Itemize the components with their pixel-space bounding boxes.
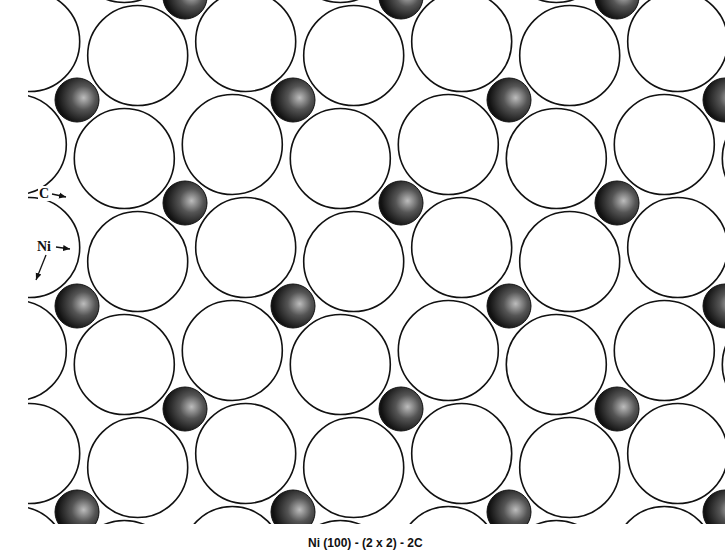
ni-atom [506, 315, 606, 415]
ni-atom [182, 507, 282, 525]
ni-atom [304, 6, 404, 106]
ni-atom [520, 6, 620, 106]
ni-atom [28, 404, 80, 504]
c-atom [595, 181, 639, 225]
ni-atom [290, 0, 390, 3]
ni-atom [412, 404, 512, 504]
c-atom [487, 284, 531, 328]
ni-atom [722, 109, 725, 209]
ni-atom [74, 0, 174, 3]
ni-atom [398, 95, 498, 195]
atom-label: C [38, 186, 50, 201]
atom-layer [28, 0, 725, 524]
c-atom [595, 0, 639, 19]
ni-atom [614, 95, 714, 195]
ni-atom [28, 198, 80, 298]
c-atom [595, 387, 639, 431]
ni-atom [520, 212, 620, 312]
ni-atom [398, 507, 498, 525]
leader-line [56, 247, 70, 249]
c-atom [163, 0, 207, 19]
ni-atom [614, 507, 714, 525]
c-atom [379, 181, 423, 225]
ni-atom [722, 315, 725, 415]
ni-atom [196, 0, 296, 92]
ni-atom [628, 0, 725, 92]
c-atom [703, 78, 725, 122]
ni-atom [182, 301, 282, 401]
ni-atom [88, 212, 188, 312]
c-atom [487, 490, 531, 524]
c-atom [379, 387, 423, 431]
ni-atom [88, 6, 188, 106]
c-atom [271, 284, 315, 328]
ni-atom [520, 418, 620, 518]
ni-atom [722, 0, 725, 3]
ni-atom [28, 0, 80, 92]
ni-atom [290, 315, 390, 415]
ni-atom [506, 0, 606, 3]
ni-atom [182, 95, 282, 195]
ni-atom [628, 404, 725, 504]
ni-atom [412, 198, 512, 298]
c-atom [487, 78, 531, 122]
atom-label: Ni [36, 239, 52, 254]
ni-atom [290, 109, 390, 209]
figure-caption: Ni (100) - (2 x 2) - 2C [308, 536, 423, 550]
c-atom [55, 284, 99, 328]
c-atom [271, 490, 315, 524]
leader-line [52, 194, 66, 197]
c-atom [703, 490, 725, 524]
ni-atom [88, 418, 188, 518]
ni-atom [74, 109, 174, 209]
c-atom [163, 181, 207, 225]
c-atom [163, 387, 207, 431]
c-atom [55, 78, 99, 122]
ni-atom [398, 301, 498, 401]
ni-atom [304, 418, 404, 518]
c-atom [379, 0, 423, 19]
c-atom [703, 284, 725, 328]
c-atom [271, 78, 315, 122]
ni-atom [412, 0, 512, 92]
ni-atom [506, 109, 606, 209]
c-atom [55, 490, 99, 524]
leader-line [36, 255, 46, 280]
ni-atom [74, 315, 174, 415]
ni-atom [196, 404, 296, 504]
ni-atom [196, 198, 296, 298]
ni-atom [304, 212, 404, 312]
ni-atom [614, 301, 714, 401]
ni-atom [628, 198, 725, 298]
